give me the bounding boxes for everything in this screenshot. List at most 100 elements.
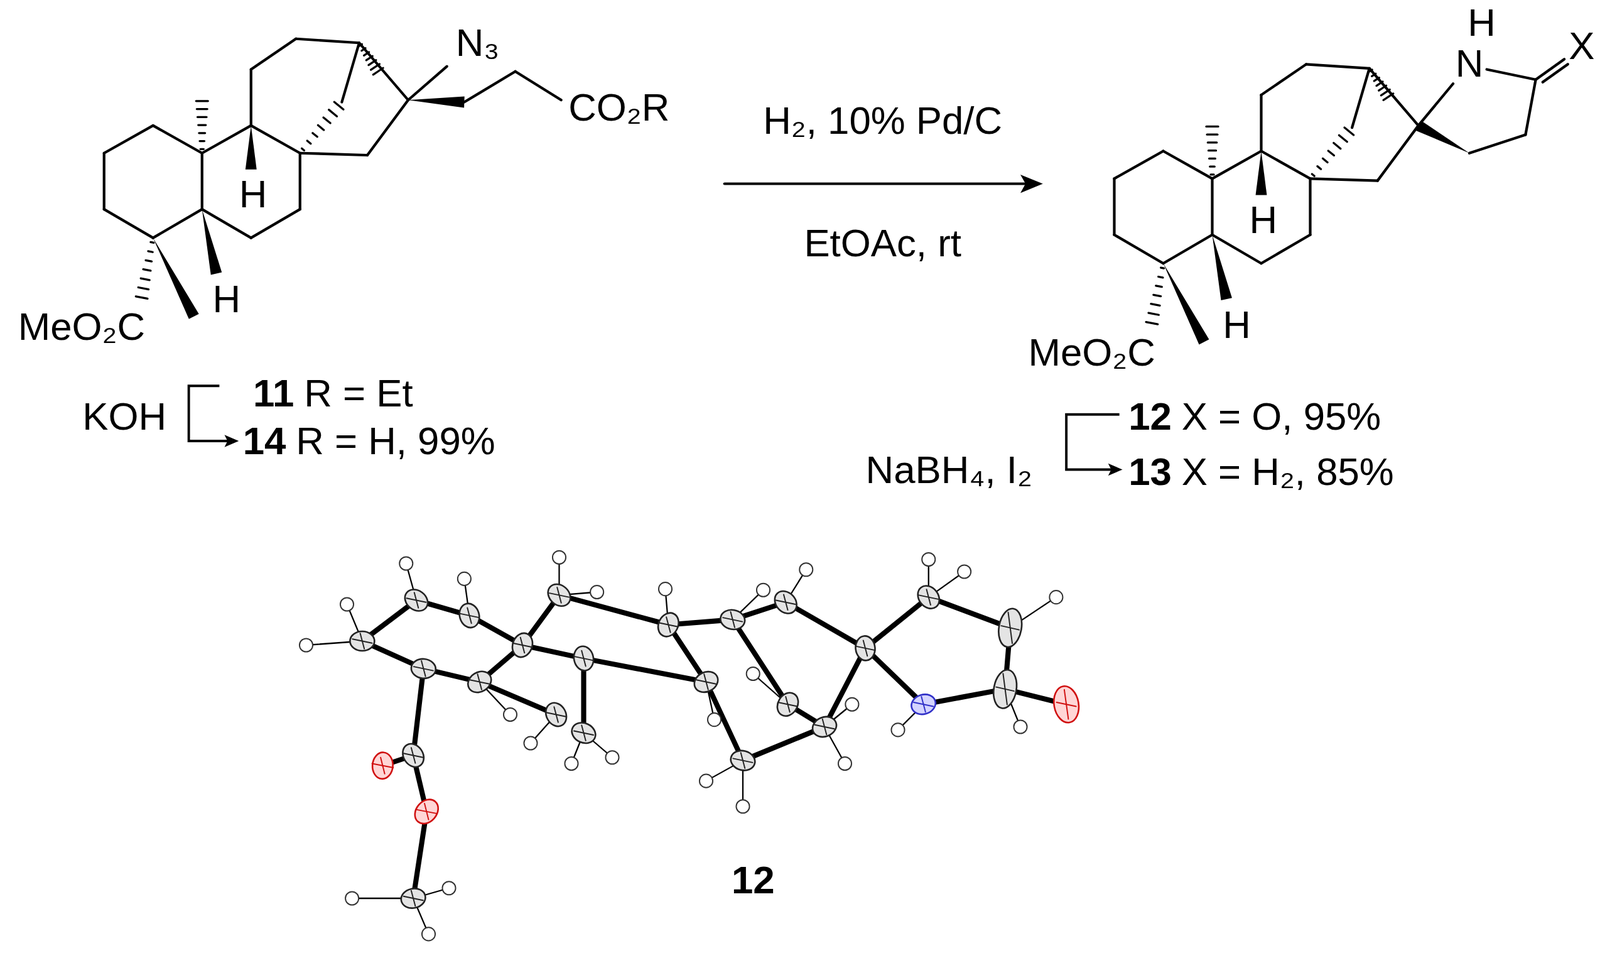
bond-line [153,209,203,238]
hash-bond [199,140,205,142]
arrow-head [1108,463,1123,476]
ortep-bond [413,668,424,755]
thermal-ellipsoid [400,584,433,615]
wedge-bond [1416,120,1470,154]
bond-line [1212,151,1262,179]
wedge-bond [1212,234,1233,301]
hash-bond [1344,127,1354,136]
hash-bond [317,124,324,130]
ellipsoid-axis [421,660,426,677]
hash-bond [1210,165,1215,168]
ellipsoid-axis [1064,689,1069,719]
bond-line [1112,178,1116,235]
compound-number: 12 [731,860,775,900]
thermal-ellipsoid [913,581,944,613]
hydrogen-atom [756,583,770,597]
thermal-ellipsoid [410,657,438,679]
bond-line [515,71,562,101]
compound-number: 14 [243,421,287,461]
ellipsoid-axis [1002,673,1008,704]
bond-line [1114,234,1164,264]
hash-bond [1209,157,1216,160]
thermal-ellipsoid [464,666,495,697]
ellipsoid-axis [581,650,586,667]
thermal-ellipsoid [654,609,683,640]
ortep-bond [413,811,427,898]
bond-line [298,153,302,210]
hash-bond [1208,149,1216,152]
ellipsoid-axis [822,718,828,735]
hash-bond [196,108,208,110]
hash-bond [329,109,338,117]
ellipsoid-axis [783,594,789,610]
hash-bond [307,140,311,144]
hash-bond [1148,312,1159,315]
hydrogen-atom [845,697,859,711]
group-label: CO₂R [568,87,670,127]
group-label: MeO₂C [18,307,146,346]
ellipsoid-axis [730,611,736,628]
condition-label: EtOAc, rt [803,223,961,263]
bond-line [300,153,368,156]
hash-bond [368,60,377,66]
hydrogen-atom [421,926,436,941]
bond-line [200,153,204,210]
hydrogen-atom [735,799,750,813]
bond-line [1163,151,1213,179]
hash-bond [364,52,370,56]
group-label: MeO₂C [1028,332,1156,372]
atom-label: H [1248,200,1278,240]
bond-line [1163,234,1213,264]
ortep-bond [928,597,1011,628]
bond-line [1210,178,1214,235]
ellipsoid-axis [863,640,868,657]
ellipsoid-axis [740,752,746,768]
ellipsoid-axis [380,757,385,774]
hash-bond [200,148,204,151]
hash-bond [150,241,154,244]
bond-line [408,66,448,101]
ellipsoid-axis [467,607,472,624]
wedge-bond [245,125,257,170]
hash-bond [366,55,373,61]
arrow-head [1020,174,1044,193]
thermal-ellipsoid [456,600,482,630]
hash-bond [143,269,151,271]
bond-line [464,71,515,103]
hydrogen-atom [1049,590,1063,604]
ellipsoid-axis [556,587,562,603]
atom-label: H [239,174,268,214]
hash-bond [195,99,208,102]
hydrogen-atom [699,774,713,788]
hydrogen-atom [891,722,905,736]
compound-note: X = H₂, 85% [1181,452,1395,492]
bond-line [1261,64,1307,95]
thermal-ellipsoid [770,586,802,618]
hydrogen-atom [564,756,578,770]
hash-bond [1153,294,1162,296]
hash-bond [1145,322,1158,325]
reaction-arrow [724,182,1029,185]
ellipsoid-axis [666,616,671,633]
hydrogen-atom [340,597,354,611]
bond-line [104,209,154,238]
thermal-ellipsoid [541,698,571,730]
hash-bond [1158,276,1163,277]
bond-line [1261,151,1311,179]
thermal-ellipsoid [772,688,803,720]
thermal-ellipsoid [410,794,443,828]
hydrogen-atom [442,881,456,895]
hash-bond [148,251,153,252]
bond-line [104,125,154,154]
hydrogen-atom [1013,719,1027,733]
ellipsoid-axis [411,747,416,763]
ortep-bond [479,681,557,715]
hash-bond [1373,77,1379,82]
thermal-ellipsoid [399,886,428,910]
bond-line [1377,125,1419,181]
hydrogen-atom [523,735,537,750]
thermal-ellipsoid [908,691,938,718]
hash-bond [371,64,380,70]
hydrogen-atom [457,572,471,586]
